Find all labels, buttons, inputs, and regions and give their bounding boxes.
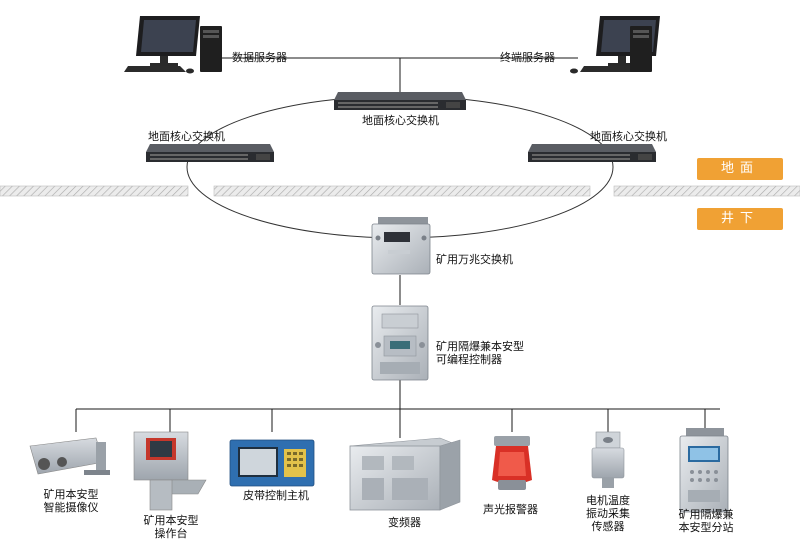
camera-label-line2: 智能摄像仪 [43,501,99,514]
connection-lines [75,57,720,438]
substation-label: 矿用隔爆兼 本安型分站 [668,508,744,534]
substation-label-line1: 矿用隔爆兼 [678,508,734,521]
alarm-label: 声光报警器 [483,503,538,516]
sensor-label-line1: 电机温度 [586,494,630,507]
terminal-server-icon [570,16,660,74]
core-switch-top-label: 地面核心交换机 [362,114,439,127]
smart-camera-icon [29,437,110,475]
sensor-label: 电机温度 振动采集 传感器 [578,494,638,533]
data-server-icon [124,16,222,74]
terminal-server-label: 终端服务器 [500,51,555,64]
plc-label-line1: 矿用隔爆兼本安型 [436,340,524,353]
console-label-line1: 矿用本安型 [143,514,199,527]
console-label-line2: 操作台 [154,527,188,540]
core-switch-right-icon [528,144,656,162]
data-server-label: 数据服务器 [232,51,287,64]
mine-switch-label: 矿用万兆交换机 [436,253,513,266]
core-switch-left-label: 地面核心交换机 [148,130,225,143]
plc-label: 矿用隔爆兼本安型 可编程控制器 [436,340,524,366]
core-switch-left-icon [146,144,274,162]
ground-line [0,185,800,197]
inverter-icon [349,437,461,511]
alarm-light-icon [492,436,532,490]
inverter-label: 变频器 [388,516,421,529]
camera-label: 矿用本安型 智能摄像仪 [30,488,112,514]
camera-label-line1: 矿用本安型 [43,488,99,501]
belt-host-label: 皮带控制主机 [243,489,309,502]
underground-badge: 井下 [697,208,783,230]
substation-label-line2: 本安型分站 [678,521,734,534]
console-label: 矿用本安型 操作台 [130,514,212,540]
core-switch-right-label: 地面核心交换机 [590,130,667,143]
sensor-label-line3: 传感器 [591,520,625,533]
plc-controller-icon [371,305,429,381]
substation-icon [679,428,729,513]
surface-badge: 地面 [697,158,783,180]
vibration-sensor-icon [591,431,625,488]
sensor-label-line2: 振动采集 [586,507,630,520]
mine-switch-icon [371,217,431,275]
operation-console-icon [133,431,207,511]
plc-label-line2: 可编程控制器 [436,353,502,366]
belt-control-host-icon [229,439,315,487]
core-switch-top-icon [334,92,466,110]
